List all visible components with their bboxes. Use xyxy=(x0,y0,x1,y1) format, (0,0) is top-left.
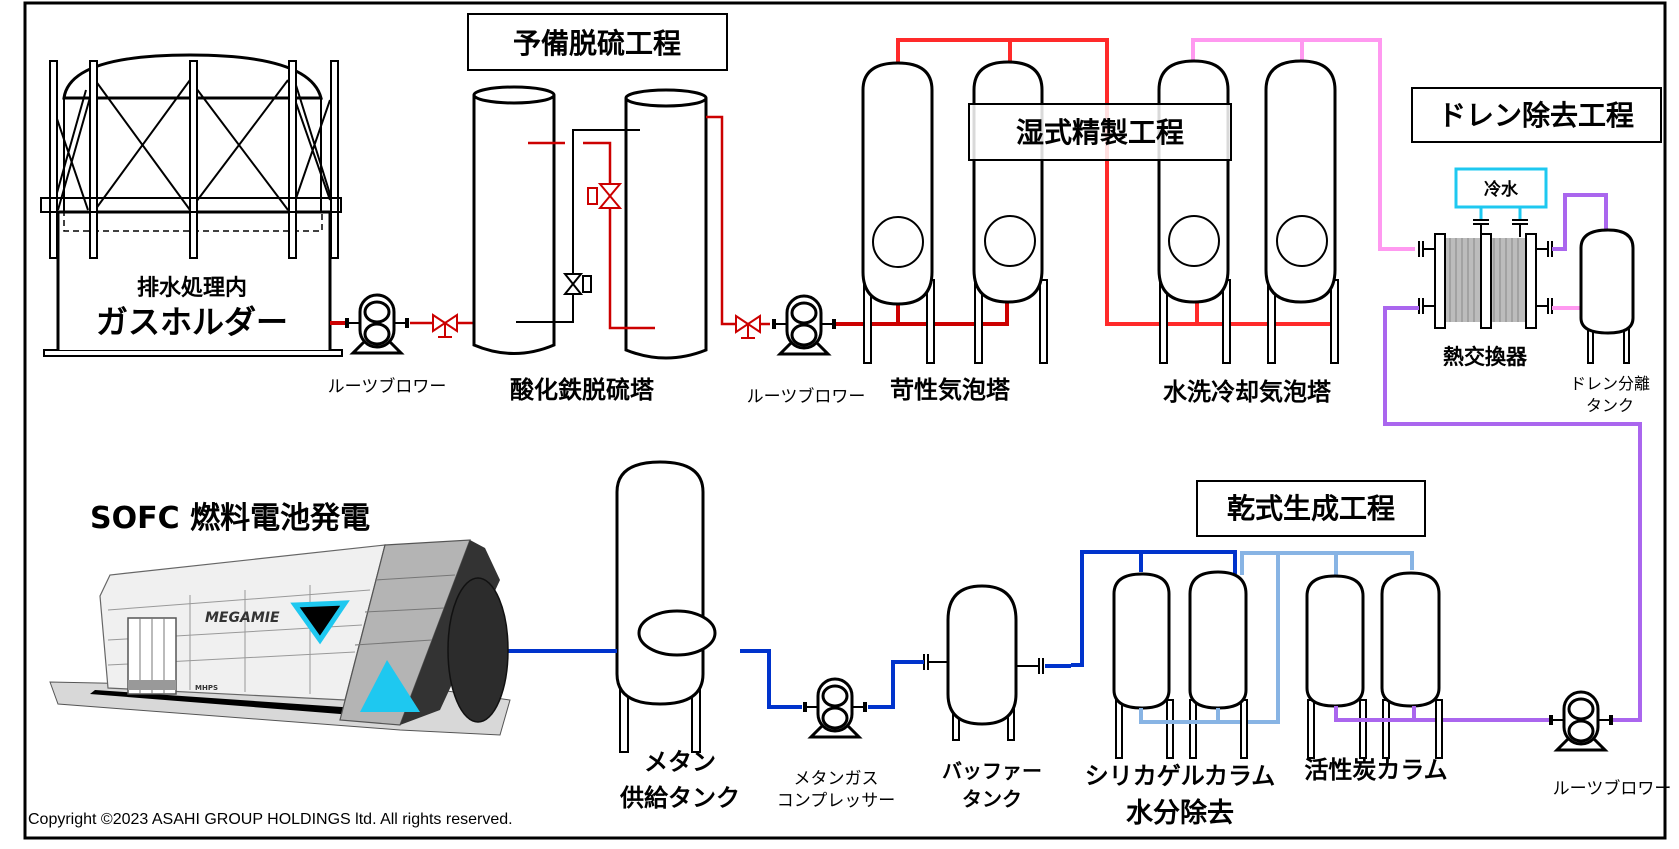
sofc-maker-text: MHPS xyxy=(195,684,218,692)
bypass-valve-icon xyxy=(562,273,592,295)
water-wash-tower-label: 水洗冷却気泡塔 xyxy=(1163,378,1332,406)
drain-tank-label-2: タンク xyxy=(1586,396,1634,415)
diagram-frame xyxy=(23,1,1667,840)
sofc-title: SOFC 燃料電池発電 xyxy=(90,501,370,536)
gas-holder: 排水処理内 ガスホルダー xyxy=(40,53,343,357)
gas-holder-label-1: 排水処理内 xyxy=(137,275,247,301)
methane-compressor-icon xyxy=(801,677,869,739)
iron-oxide-tower-label: 酸化鉄脱硫塔 xyxy=(510,376,655,404)
roots-blower-1-icon xyxy=(343,293,411,355)
methane-supply-tank: メタン 供給タンク xyxy=(615,460,740,812)
compressor-label-1: メタンガス xyxy=(794,769,879,789)
chilled-water-label: 冷水 xyxy=(1484,179,1519,200)
roots-blower-2-icon xyxy=(770,294,838,356)
heat-exchanger-icon xyxy=(1418,233,1553,329)
buffer-tank-label-1: バッファー xyxy=(942,759,1042,783)
caustic-bubble-towers: 苛性気泡塔 xyxy=(836,38,1337,404)
roots-blower-3-icon xyxy=(1547,690,1615,752)
methane-tank-label-2: 供給タンク xyxy=(619,784,740,812)
roots-blower-1-label: ルーツブロワー xyxy=(328,376,447,397)
wet-purification-title-box xyxy=(968,103,1232,161)
manual-valve-2-icon xyxy=(735,315,761,339)
pre-desulfurization-title-box xyxy=(467,13,728,71)
buffer-tank-label-2: タンク xyxy=(962,787,1022,811)
methane-tank-label-1: メタン xyxy=(644,748,716,776)
compressor-label-2: コンプレッサー xyxy=(777,791,896,811)
roots-blower-2-label: ルーツブロワー xyxy=(747,386,866,407)
drain-removal-section: ドレン除去工程 冷水 熱交換器 ドレン分離 タンク xyxy=(1383,87,1662,722)
moisture-removal-label: 水分除去 xyxy=(1126,797,1234,829)
wet-purification-title: 湿式精製工程 xyxy=(1016,116,1184,149)
gas-holder-label-2: ガスホルダー xyxy=(96,303,288,341)
water-wash-cooling-towers: 水洗冷却気泡塔 xyxy=(1157,38,1415,406)
pre-desulfurization-title: 予備脱硫工程 xyxy=(513,27,681,60)
activated-carbon-label: 活性炭カラム xyxy=(1304,756,1447,784)
silica-gel-label: シリカゲルカラム xyxy=(1085,762,1276,790)
buffer-tank: バッファー タンク xyxy=(923,584,1071,811)
heat-exchanger-label: 熱交換器 xyxy=(1443,345,1528,369)
chilled-water-box xyxy=(1454,167,1548,209)
dry-generation-title-box xyxy=(1196,480,1426,537)
caustic-tower-label: 苛性気泡塔 xyxy=(890,376,1011,404)
drain-removal-title-box xyxy=(1411,87,1662,143)
dry-generation-section: 乾式生成工程 ルーツブロワー シリカゲルカラム 水分除去 活性炭カラム xyxy=(1071,480,1672,829)
dry-generation-title: 乾式生成工程 xyxy=(1227,492,1395,525)
copyright-text: Copyright ©2023 ASAHI GROUP HOLDINGS ltd… xyxy=(28,811,513,828)
manual-valve-1-icon xyxy=(432,314,458,338)
drain-removal-title: ドレン除去工程 xyxy=(1438,99,1634,132)
drain-tank-label-1: ドレン分離 xyxy=(1570,374,1650,393)
sofc-fuel-cell-unit: SOFC 燃料電池発電 MEGAMIE MHPS xyxy=(49,501,511,736)
roots-blower-3-label: ルーツブロワー xyxy=(1553,778,1672,799)
iron-oxide-desulfurization-towers: 予備脱硫工程 酸化鉄脱硫塔 xyxy=(467,13,728,404)
sofc-brand-text: MEGAMIE xyxy=(205,610,280,626)
series-valve-icon xyxy=(587,183,623,209)
